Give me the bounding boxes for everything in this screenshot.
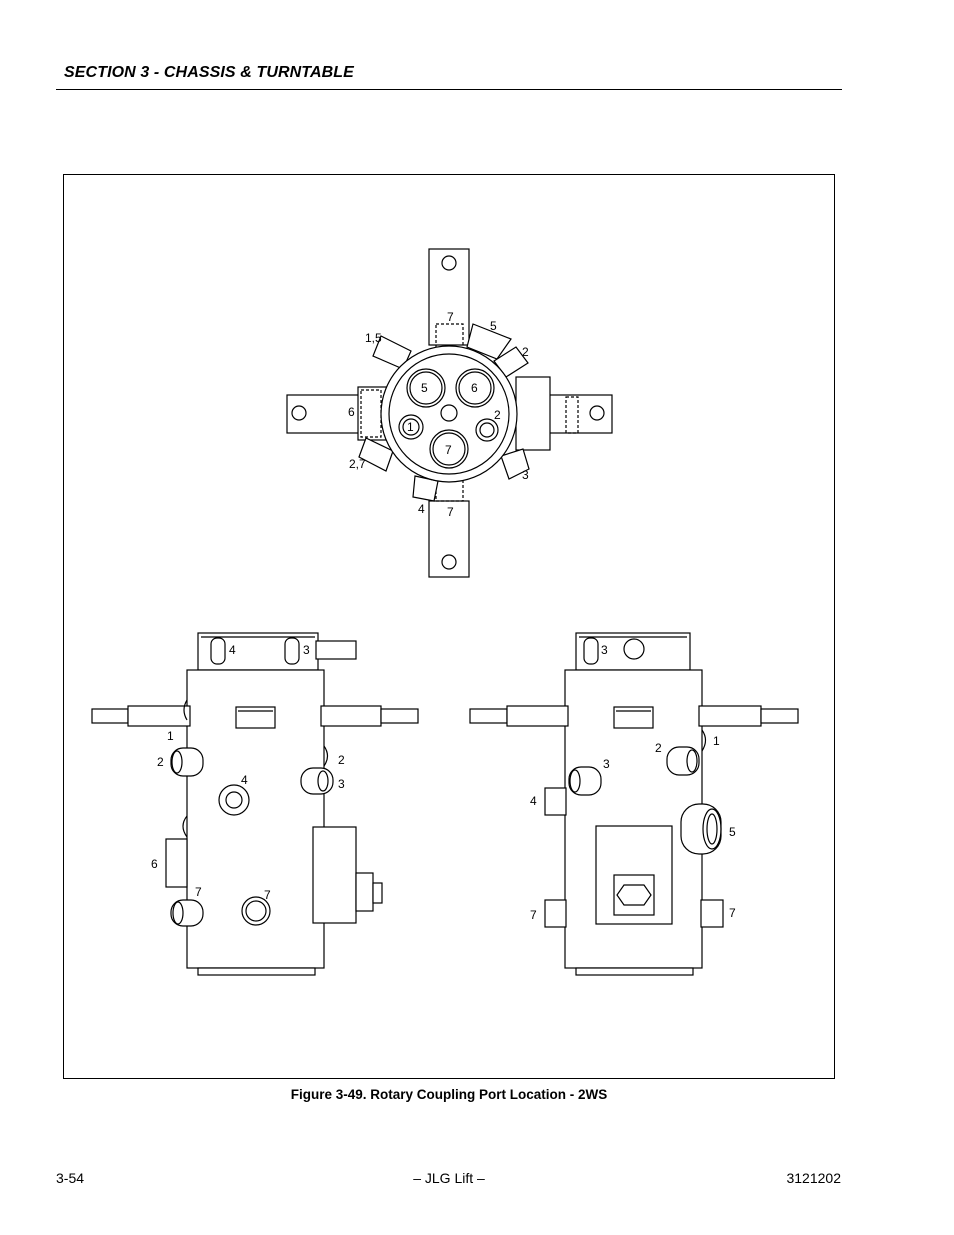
label-left-1: 1	[167, 729, 174, 743]
label-right-2: 2	[655, 741, 662, 755]
label-port-2: 2	[494, 408, 501, 422]
label-port-7: 7	[445, 443, 452, 457]
label-top-5: 5	[490, 319, 497, 333]
label-right-4: 4	[530, 794, 537, 808]
page-number: 3-54	[56, 1170, 85, 1186]
label-left-3-mid: 3	[338, 777, 345, 791]
label-port-5: 5	[421, 381, 428, 395]
label-left-2-right: 2	[338, 753, 345, 767]
label-left-2: 2	[157, 755, 164, 769]
label-top-2-7: 2,7	[349, 457, 366, 471]
label-top-3: 3	[522, 468, 529, 482]
label-top-6: 6	[348, 405, 355, 419]
header-rule	[56, 89, 842, 90]
label-port-1: 1	[407, 420, 414, 434]
label-top-4: 4	[418, 502, 425, 516]
label-left-4-top: 4	[229, 643, 236, 657]
top-view	[286, 248, 613, 578]
footer-brand: – JLG Lift –	[413, 1170, 485, 1186]
label-top-7: 7	[447, 310, 454, 324]
label-right-3-mid: 3	[603, 757, 610, 771]
left-side-view	[91, 632, 419, 976]
figure-caption: Figure 3-49. Rotary Coupling Port Locati…	[290, 1087, 608, 1102]
label-right-7-right: 7	[729, 906, 736, 920]
label-left-4-mid: 4	[241, 773, 248, 787]
label-left-3-top: 3	[303, 643, 310, 657]
right-side-view	[469, 632, 799, 976]
label-top-1-5: 1,5	[365, 331, 382, 345]
label-left-7: 7	[195, 885, 202, 899]
label-left-6: 6	[151, 857, 158, 871]
label-right-3-top: 3	[601, 643, 608, 657]
section-title: SECTION 3 - CHASSIS & TURNTABLE	[64, 64, 354, 81]
document-number: 3121202	[786, 1170, 841, 1186]
label-right-1: 1	[713, 734, 720, 748]
figure-frame: 7 5 1,5 2 6 5 6 1 2 7 2,7 3 4 7 4 3 1 2 …	[63, 174, 835, 1079]
label-right-7-left: 7	[530, 908, 537, 922]
label-top-7-bottom: 7	[447, 505, 454, 519]
label-right-5: 5	[729, 825, 736, 839]
label-left-7-mid: 7	[264, 888, 271, 902]
label-top-2: 2	[522, 345, 529, 359]
label-port-6: 6	[471, 381, 478, 395]
rotary-coupling-drawing: 7 5 1,5 2 6 5 6 1 2 7 2,7 3 4 7 4 3 1 2 …	[91, 248, 799, 976]
